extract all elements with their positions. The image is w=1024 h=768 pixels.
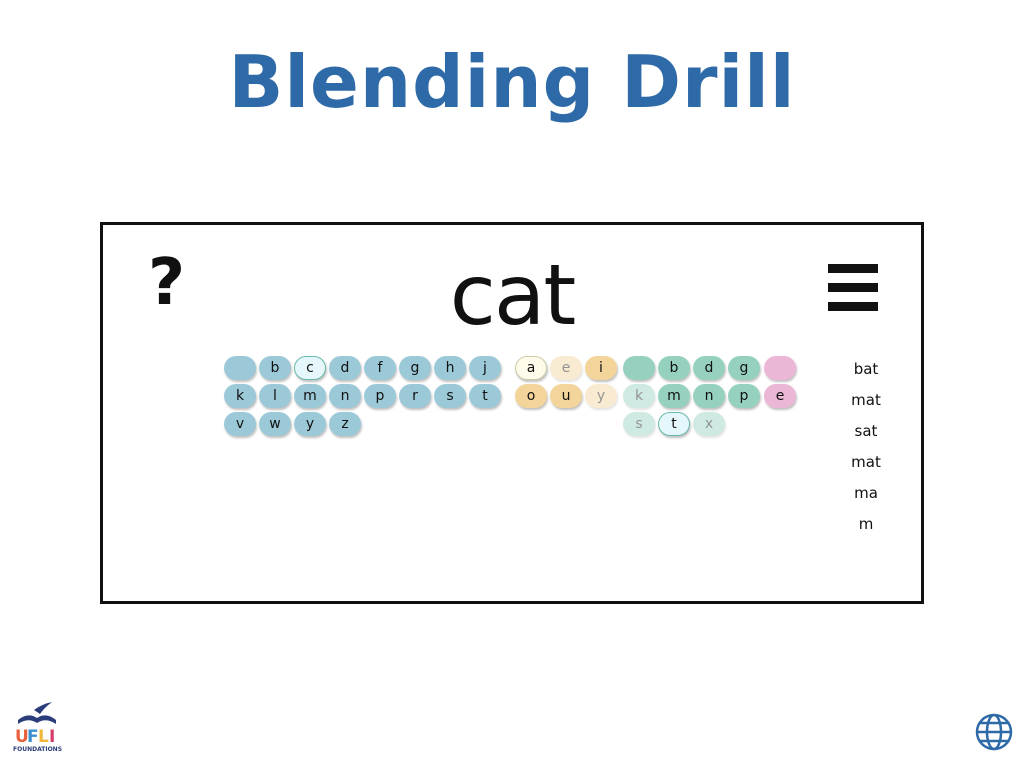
final-tile-s[interactable]: s <box>623 412 655 436</box>
letter-tile-o[interactable]: o <box>515 384 547 408</box>
letter-tile-z[interactable]: z <box>329 412 361 436</box>
letter-tile-g[interactable]: g <box>399 356 431 380</box>
letter-tile-s[interactable]: s <box>434 384 466 408</box>
word-list: bat mat sat mat ma m <box>830 360 902 546</box>
word-list-item[interactable]: m <box>858 515 874 533</box>
letter-tile-h[interactable]: h <box>434 356 466 380</box>
letter-tile-y[interactable]: y <box>294 412 326 436</box>
final-tile-x[interactable]: x <box>693 412 725 436</box>
letter-tile-i[interactable]: i <box>585 356 617 380</box>
letter-tile-m[interactable]: m <box>294 384 326 408</box>
final-tile-p[interactable]: p <box>728 384 760 408</box>
e-tile-blank[interactable] <box>764 356 796 380</box>
svg-text:L: L <box>38 727 49 747</box>
letter-tile-j[interactable]: j <box>469 356 501 380</box>
letter-tile-a[interactable]: a <box>515 356 547 380</box>
letter-tile-v[interactable]: v <box>224 412 256 436</box>
letter-tile-k[interactable]: k <box>224 384 256 408</box>
letter-tile-w[interactable]: w <box>259 412 291 436</box>
word-list-item[interactable]: sat <box>854 422 878 440</box>
letter-tile-t[interactable]: t <box>469 384 501 408</box>
letter-tile-p[interactable]: p <box>364 384 396 408</box>
letter-tile-b[interactable]: b <box>259 356 291 380</box>
letter-tile-u[interactable]: u <box>550 384 582 408</box>
letter-tile-d[interactable]: d <box>329 356 361 380</box>
final-tile-m[interactable]: m <box>658 384 690 408</box>
final-tile-g[interactable]: g <box>728 356 760 380</box>
globe-icon[interactable] <box>974 712 1014 752</box>
drill-board <box>100 222 924 604</box>
letter-tile-r[interactable]: r <box>399 384 431 408</box>
final-tile-d[interactable]: d <box>693 356 725 380</box>
svg-text:FOUNDATIONS: FOUNDATIONS <box>13 746 62 753</box>
svg-text:U: U <box>15 727 29 747</box>
word-list-item[interactable]: bat <box>853 360 879 378</box>
letter-tile-c[interactable]: c <box>294 356 326 380</box>
help-button[interactable]: ? <box>148 246 186 320</box>
current-word: cat <box>449 246 577 344</box>
final-tile-b[interactable]: b <box>658 356 690 380</box>
letter-tile-e[interactable]: e <box>550 356 582 380</box>
final-tile-blank[interactable] <box>623 356 655 380</box>
final-tile-t[interactable]: t <box>658 412 690 436</box>
word-list-item[interactable]: mat <box>851 391 881 409</box>
word-list-item[interactable]: mat <box>851 453 881 471</box>
letter-tile-n[interactable]: n <box>329 384 361 408</box>
menu-icon[interactable] <box>828 264 878 312</box>
page-title: Blending Drill <box>228 40 796 124</box>
word-list-item[interactable]: ma <box>854 484 878 502</box>
svg-text:F: F <box>27 727 39 747</box>
letter-tile-l[interactable]: l <box>259 384 291 408</box>
letter-tile-f[interactable]: f <box>364 356 396 380</box>
letter-tile-blank[interactable] <box>224 356 256 380</box>
letter-tile-y[interactable]: y <box>585 384 617 408</box>
ufli-foundations-logo: U F L I FOUNDATIONS <box>13 702 62 753</box>
svg-text:I: I <box>49 727 55 747</box>
final-tile-n[interactable]: n <box>693 384 725 408</box>
final-tile-k[interactable]: k <box>623 384 655 408</box>
e-tile-e[interactable]: e <box>764 384 796 408</box>
